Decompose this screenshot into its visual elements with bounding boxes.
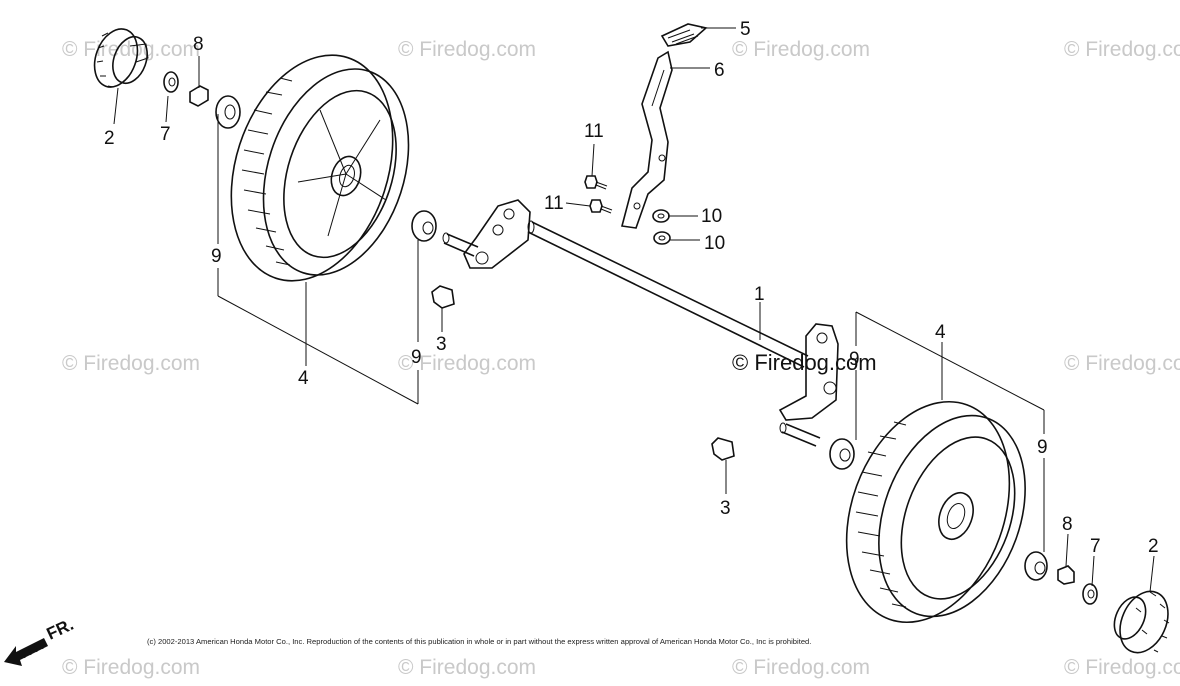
watermark-dark: © Firedog.com <box>732 350 877 375</box>
callout-9: 9 <box>411 347 422 368</box>
callout-3: 3 <box>436 334 447 355</box>
callout-10: 10 <box>704 233 725 254</box>
wheel-bearings <box>215 95 1048 581</box>
arrow-icon <box>4 638 48 666</box>
watermark: © Firedog.com <box>398 656 536 679</box>
lever-grip <box>660 23 708 47</box>
callout-4: 4 <box>935 322 946 343</box>
front-label: FR. <box>44 615 77 644</box>
washers <box>163 71 1098 605</box>
watermark: © Firedog.com <box>732 656 870 679</box>
callout-8: 8 <box>193 34 204 55</box>
left-hubcap <box>93 28 149 88</box>
callout-6: 6 <box>714 60 725 81</box>
callouts: 8 7 2 5 6 11 11 10 10 9 9 4 3 1 9 4 9 3 … <box>104 19 1159 557</box>
flange-bolts <box>584 175 613 214</box>
height-adjust-lever <box>620 50 673 229</box>
axle <box>442 220 809 368</box>
callout-7: 7 <box>160 124 171 145</box>
watermark: © Firedog.com <box>1064 38 1180 61</box>
callout-9: 9 <box>1037 437 1048 458</box>
copyright-notice: (c) 2002-2013 American Honda Motor Co., … <box>147 637 811 646</box>
callout-4: 4 <box>298 368 309 389</box>
right-hubcap <box>1113 590 1170 654</box>
watermark: © Firedog.com <box>398 352 536 375</box>
callout-11: 11 <box>544 193 564 214</box>
callout-5: 5 <box>740 19 751 40</box>
callout-11: 11 <box>584 121 604 142</box>
watermark: © Firedog.com <box>62 38 200 61</box>
right-wheel <box>845 400 1026 624</box>
left-wheel <box>230 54 410 282</box>
watermark: © Firedog.com <box>398 38 536 61</box>
callout-8: 8 <box>1062 514 1073 535</box>
callout-9: 9 <box>211 246 222 267</box>
watermark: © Firedog.com <box>1064 656 1180 679</box>
watermark: © Firedog.com <box>62 352 200 375</box>
watermark: © Firedog.com <box>62 656 200 679</box>
retaining-clips <box>189 85 1075 585</box>
right-axle-bracket <box>778 323 839 447</box>
flange-nuts <box>652 209 671 245</box>
watermarks: © Firedog.com © Firedog.com © Firedog.co… <box>62 38 1180 679</box>
callout-10: 10 <box>701 206 722 227</box>
callout-9: 9 <box>849 349 860 370</box>
callout-2: 2 <box>1148 536 1159 557</box>
callout-3: 3 <box>720 498 731 519</box>
watermark: © Firedog.com <box>732 38 870 61</box>
leader-lines <box>113 27 1155 593</box>
watermark: © Firedog.com <box>1064 352 1180 375</box>
left-axle-bracket <box>463 199 531 269</box>
callout-7: 7 <box>1090 536 1101 557</box>
callout-1: 1 <box>754 284 765 305</box>
spacers <box>431 285 735 461</box>
callout-2: 2 <box>104 128 115 149</box>
